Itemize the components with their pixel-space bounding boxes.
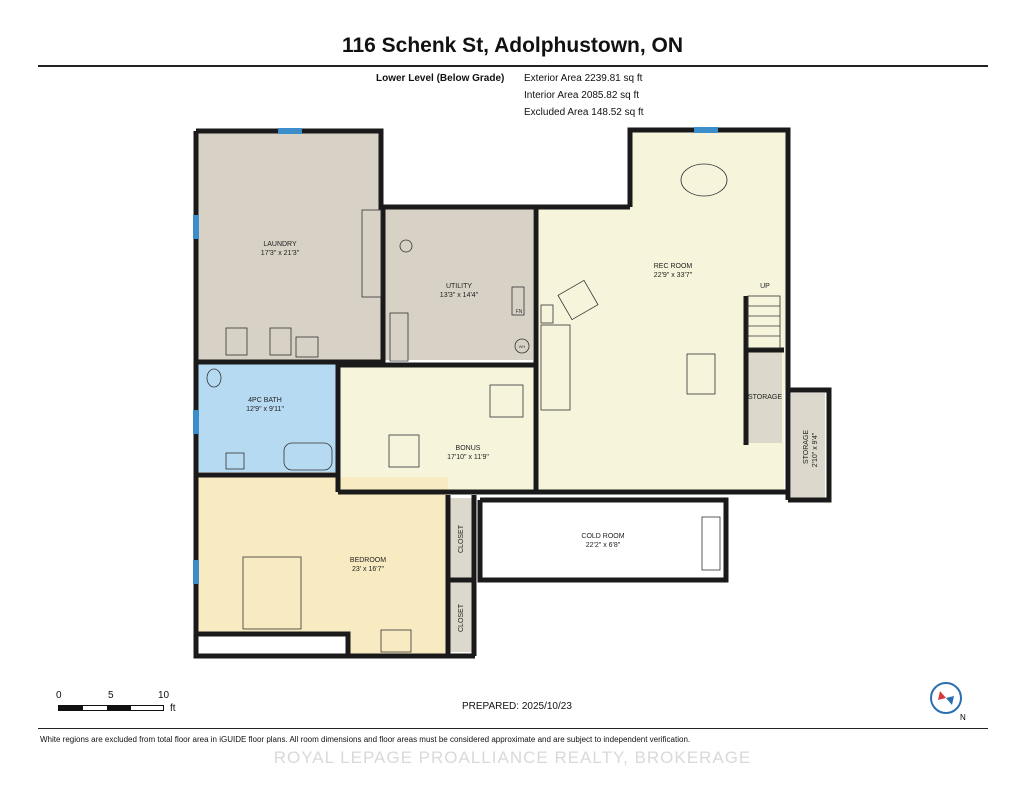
bed-icon [242,556,302,630]
washer-icon [225,327,248,356]
stairs [747,295,781,349]
walls [193,127,832,659]
bathtub-icon [283,442,333,471]
rec-dining-table-icon [686,353,716,395]
window-bedroom-left [193,560,199,584]
exterior-area: Exterior Area 2239.81 sq ft [524,73,643,84]
closet-room-b [450,582,472,652]
watermark: ROYAL LEPAGE PROALLIANCE REALTY, BROKERA… [273,748,752,767]
closet-room-a [450,498,472,578]
bedroom-label: BEDROOM [350,557,386,564]
utility-shelf [389,312,409,362]
bonus-dims: 17'10" x 11'9" [447,454,489,461]
utility-dims: 13'3" x 14'4" [440,292,479,299]
scale-zero: 0 [56,690,62,701]
utility-room [385,207,533,360]
utility-label: UTILITY [446,283,472,290]
closet-b-label: CLOSET [458,603,465,632]
bonus-label: BONUS [456,445,481,452]
laundry-counter [361,209,382,298]
bedroom-desk-icon [380,629,412,653]
bottom-divider [38,728,988,729]
level-label: Lower Level (Below Grade) [376,73,505,84]
furnace-label: FN [516,309,523,315]
storage-b-dims: 2'10" x 9'4" [812,432,819,467]
bonus-room [340,367,533,490]
water-heater-label: WH [519,344,526,349]
scale-track [58,705,164,711]
stairs-up-label: UP [760,283,770,290]
bath-label: 4PC BATH [248,397,282,404]
bonus-chair-icon [489,384,524,418]
window-laundry-top [278,128,302,134]
window-rec-top [694,127,718,133]
bath-room [198,363,336,472]
armchair-icon [557,279,599,321]
compass-north-label: N [960,713,966,722]
prepared-date: PREPARED: 2025/10/23 [462,701,572,712]
bath-sink-icon [225,452,245,470]
windows [193,127,718,584]
bonus-table-icon [388,434,420,468]
interior-area: Interior Area 2085.82 sq ft [524,90,640,101]
water-heater-icon [514,338,530,354]
scale-unit: ft [170,703,176,714]
bedroom-dims: 23' x 16'7" [352,566,385,573]
compass-icon: N [930,682,966,722]
dryer-icon [269,327,292,356]
bedroom-room [198,477,448,632]
toilet-icon [206,368,222,388]
scale-bar: 0 5 10 ft [40,690,200,718]
sump-pump-icon [399,239,413,253]
rec-room [538,132,786,490]
excluded-area: Excluded Area 148.52 sq ft [524,107,644,118]
scale-ten: 10 [158,690,170,701]
storage-b-label: STORAGE [803,430,810,464]
side-table-icon [540,304,554,324]
page-title: 116 Schenk St, Adolphustown, ON [341,34,684,57]
storage-room-b [791,393,825,498]
sofa-icon [540,324,571,411]
bedroom-alcove [350,632,448,654]
window-laundry-left [193,215,199,239]
furnace-icon [511,286,525,316]
laundry-sink-icon [295,336,319,358]
storage-a-label: STORAGE [748,394,782,401]
top-divider [38,65,988,67]
cold-room-shelf [701,516,721,571]
scale-five: 5 [108,690,114,701]
footer-note: White regions are excluded from total fl… [40,735,691,744]
bath-dims: 12'9" x 9'11" [246,406,284,413]
window-bath-left [193,410,199,434]
cold-room-dims: 22'2" x 6'8" [586,542,621,549]
laundry-dims: 17'3" x 21'3" [261,250,300,257]
cold-room-label: COLD ROOM [581,533,624,540]
rec-room-label: REC ROOM [654,263,693,270]
laundry-label: LAUNDRY [263,241,297,248]
laundry-room [198,133,381,360]
light-fixture-icon [680,163,728,197]
closet-a-label: CLOSET [458,524,465,553]
storage-room-a [748,352,782,443]
fixtures [206,163,728,653]
rec-room-dims: 22'9" x 33'7" [654,272,693,279]
staircase-icon [747,295,781,349]
